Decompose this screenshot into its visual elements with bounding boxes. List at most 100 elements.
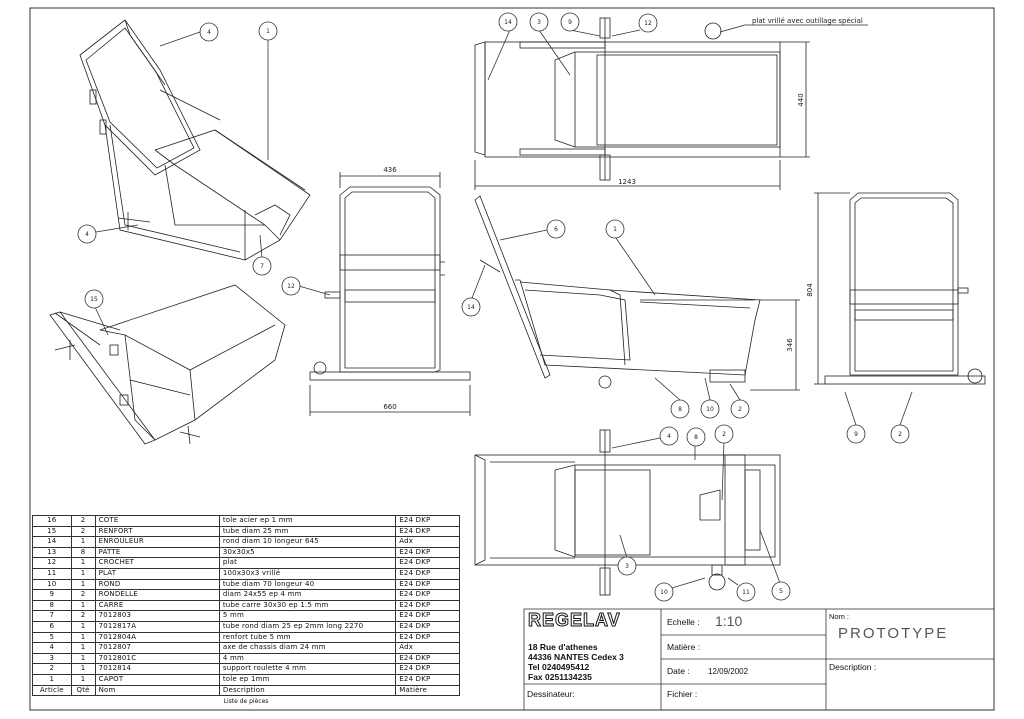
balloons-side-view xyxy=(461,219,750,419)
cell-name: RONDELLE xyxy=(94,589,220,601)
top-view xyxy=(474,17,868,190)
date-label: Date : xyxy=(667,666,690,676)
cell-article: 6 xyxy=(32,620,72,633)
cell-material: E24 DKP xyxy=(395,620,460,633)
scale-label: Echelle : xyxy=(667,617,700,627)
cell-description: diam 24x55 ep 4 mm xyxy=(218,589,397,601)
cell-name: PLAT xyxy=(94,567,220,580)
cell-description: tube carre 30x30 ep 1.5 mm xyxy=(218,599,397,612)
svg-text:3: 3 xyxy=(537,19,541,26)
balloons-persp-top xyxy=(77,21,278,276)
svg-text:9: 9 xyxy=(568,19,572,26)
cell-material: E24 DKP xyxy=(395,567,460,580)
cell-qty: 1 xyxy=(70,599,96,612)
cell-qty: 1 xyxy=(70,631,96,644)
dimension-440: 440 xyxy=(797,93,805,106)
cell-article: 12 xyxy=(32,557,72,569)
sheet-border xyxy=(29,7,995,711)
svg-text:5: 5 xyxy=(779,588,783,595)
cell-material: E24 DKP xyxy=(395,610,460,622)
cell-name: ENROULEUR xyxy=(94,536,220,548)
front-view xyxy=(309,172,471,416)
balloon-labels-top-view: 14 3 9 12 xyxy=(504,19,652,27)
description-label: Description : xyxy=(829,662,877,672)
cell-article: 1 xyxy=(32,673,72,686)
svg-text:8: 8 xyxy=(694,434,698,441)
cell-article: 5 xyxy=(32,631,72,644)
cell-material: E24 DKP xyxy=(395,515,460,527)
cell-description: rond diam 10 longeur 645 xyxy=(218,536,397,548)
balloons-bottom-view xyxy=(611,424,791,602)
svg-text:7: 7 xyxy=(260,263,264,270)
cell-description: axe de chassis diam 24 mm xyxy=(218,642,397,654)
balloon-label-front: 12 xyxy=(287,283,295,290)
cell-name: 7012803 xyxy=(94,610,220,622)
cell-article: 7 xyxy=(32,610,72,622)
material-label: Matière : xyxy=(667,642,701,652)
cell-material: E24 DKP xyxy=(395,557,460,569)
balloon-labels-bottom-view: 4 8 2 3 10 11 5 xyxy=(625,431,783,596)
cell-name: PATTE xyxy=(94,546,220,559)
cell-qty: 1 xyxy=(70,567,96,580)
svg-text:4: 4 xyxy=(667,433,671,440)
svg-text:2: 2 xyxy=(738,406,742,413)
cell-article: 8 xyxy=(32,599,72,612)
address-line: Fax 0251134235 xyxy=(528,672,592,682)
perspective-view-bottom xyxy=(49,284,286,445)
cell-qty: 2 xyxy=(70,525,96,538)
dimension-804: 804 xyxy=(806,283,814,297)
svg-text:10: 10 xyxy=(660,589,668,596)
cell-material: E24 DKP xyxy=(395,599,460,612)
bottom-view xyxy=(474,429,781,596)
cell-article: 4 xyxy=(32,642,72,654)
company-address: 18 Rue d'athenes 44336 NANTES Cedex 3 Te… xyxy=(528,642,624,682)
svg-text:14: 14 xyxy=(504,19,512,26)
balloon-label-persp-bottom: 15 xyxy=(90,296,98,303)
cell-article: 9 xyxy=(32,589,72,601)
cell-description: renfort tube 5 mm xyxy=(218,631,397,644)
cell-name: CAPOT xyxy=(94,673,220,686)
cell-description: plat xyxy=(218,557,397,569)
parts-list-header: Article Qté Nom Description Matière xyxy=(32,684,460,697)
balloon-labels-side-view: 6 1 14 8 10 2 xyxy=(467,226,742,413)
svg-text:2: 2 xyxy=(722,431,726,438)
cell-qty: 1 xyxy=(70,536,96,548)
cell-description: tube diam 70 longeur 40 xyxy=(218,578,397,591)
cell-description: 4 mm xyxy=(218,652,397,665)
cell-description: 5 mm xyxy=(218,610,397,622)
cell-material: E24 DKP xyxy=(395,525,460,538)
cell-article: 13 xyxy=(32,546,72,559)
name-label: Nom : xyxy=(829,612,850,621)
cell-article: 11 xyxy=(32,567,72,580)
header-description: Description xyxy=(218,684,397,697)
balloons-persp-bottom xyxy=(84,289,109,336)
dimension-436: 436 xyxy=(383,166,397,174)
cell-qty: 1 xyxy=(70,652,96,665)
cell-article: 3 xyxy=(32,652,72,665)
cell-article: 14 xyxy=(32,536,72,548)
drawing-name: PROTOTYPE xyxy=(838,625,949,642)
cell-name: 7012817A xyxy=(94,620,220,633)
cell-description: 100x30x3 vrillé xyxy=(218,567,397,580)
cell-name: 7012801C xyxy=(94,652,220,665)
cell-description: tube rond diam 25 ep 2mm long 2270 xyxy=(218,620,397,633)
header-article: Article xyxy=(32,684,72,697)
cell-article: 2 xyxy=(32,663,72,675)
cell-name: CARRE xyxy=(94,599,220,612)
dimension-660: 660 xyxy=(383,403,396,411)
dimension-1243: 1243 xyxy=(618,178,636,186)
dimension-346: 346 xyxy=(786,338,794,352)
cell-description: tube diam 25 mm xyxy=(218,525,397,538)
svg-text:4: 4 xyxy=(85,231,89,238)
cell-qty: 1 xyxy=(70,673,96,686)
designer-label: Dessinateur: xyxy=(527,689,575,699)
svg-text:11: 11 xyxy=(742,589,750,596)
cell-article: 16 xyxy=(32,515,72,527)
